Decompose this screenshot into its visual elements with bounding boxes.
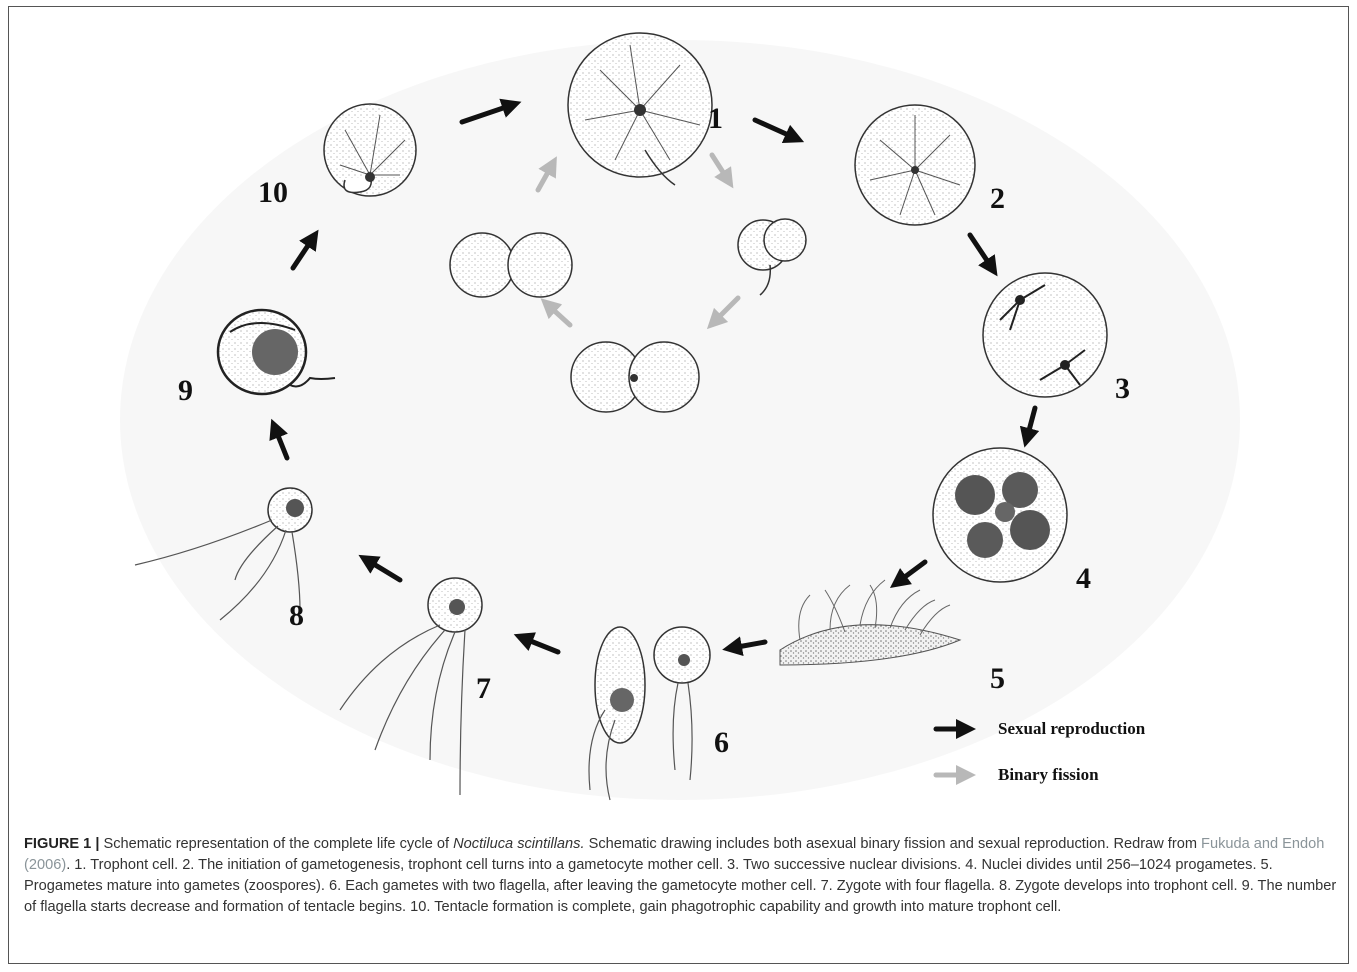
stage-label-6: 6: [714, 726, 729, 759]
cell-stage-2: [855, 105, 975, 225]
stage-label-3: 3: [1115, 372, 1130, 405]
stage-label-7: 7: [476, 672, 491, 705]
stage-label-9: 9: [178, 374, 193, 407]
life-cycle-diagram: 1 2 3 4 5 6 7 8 9 10 Sexual reproduction…: [0, 0, 1357, 820]
cell-stage-3: [983, 273, 1107, 397]
stage-label-1: 1: [708, 102, 723, 135]
cell-stage-4: [933, 448, 1067, 582]
legend-binary-label: Binary fission: [998, 765, 1099, 784]
stage-label-2: 2: [990, 182, 1005, 215]
figure-caption: FIGURE 1 | Schematic representation of t…: [24, 834, 1340, 918]
legend-sexual-label: Sexual reproduction: [998, 719, 1146, 738]
stage-label-5: 5: [990, 662, 1005, 695]
legend: Sexual reproduction Binary fission: [936, 719, 1146, 784]
cell-stage-10: [324, 104, 416, 196]
caption-text-2: Schematic drawing includes both asexual …: [585, 836, 1202, 852]
stage-label-10: 10: [258, 176, 288, 209]
stage-label-4: 4: [1076, 562, 1091, 595]
stage-label-8: 8: [289, 599, 304, 632]
caption-figure-label: FIGURE 1 |: [24, 836, 99, 852]
caption-text-1: Schematic representation of the complete…: [99, 836, 453, 852]
caption-text-3: . 1. Trophont cell. 2. The initiation of…: [24, 857, 1336, 915]
caption-species: Noctiluca scintillans.: [453, 836, 584, 852]
